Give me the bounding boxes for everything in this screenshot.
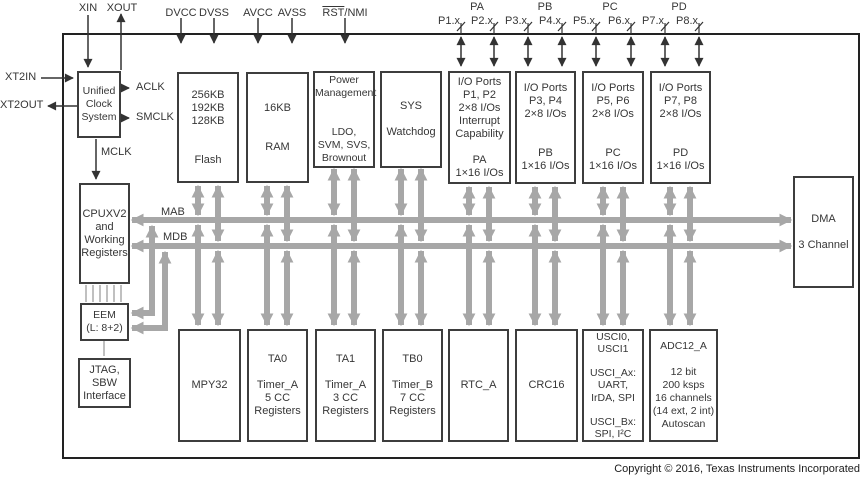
port-a-label: PA: [470, 1, 484, 13]
crc16-block: CRC16: [515, 329, 578, 442]
cpu-block: CPUXV2 and Working Registers: [79, 183, 130, 284]
io-ports-p1-p2-block: I/O Ports P1, P2 2×8 I/Os Interrupt Capa…: [448, 71, 511, 184]
dma-block: DMA 3 Channel: [793, 176, 854, 288]
io-ports-p1-p2-label: I/O Ports P1, P2 2×8 I/Os Interrupt Capa…: [455, 75, 504, 179]
flash-block: 256KB 192KB 128KB Flash: [177, 72, 239, 183]
io-ports-p3-p4-label: I/O Ports P3, P4 2×8 I/Os PB 1×16 I/Os: [521, 82, 570, 172]
ta0-timer-label: TA0 Timer_A 5 CC Registers: [254, 353, 301, 417]
power-management-label: Power Management LDO, SVM, SVS, Brownout: [315, 74, 377, 164]
adc12-block: ADC12_A 12 bit 200 ksps 16 channels (14 …: [649, 329, 718, 442]
p5x-pin-label: P5.x: [572, 15, 596, 27]
clock-signal-arrows: [41, 13, 130, 180]
port-b-label: PB: [537, 1, 553, 13]
xt2out-pin-label: XT2OUT: [0, 99, 44, 111]
ram-block: 16KB RAM: [246, 72, 309, 183]
p6x-pin-label: P6.x: [607, 15, 631, 27]
io-ports-p3-p4-block: I/O Ports P3, P4 2×8 I/Os PB 1×16 I/Os: [515, 71, 576, 184]
flash-label: 256KB 192KB 128KB Flash: [191, 88, 225, 166]
ta0-timer-block: TA0 Timer_A 5 CC Registers: [247, 329, 308, 442]
ta1-timer-label: TA1 Timer_A 3 CC Registers: [322, 353, 369, 417]
p4x-pin-label: P4.x: [538, 15, 562, 27]
power-management-block: Power Management LDO, SVM, SVS, Brownout: [313, 71, 377, 168]
mpy32-block: MPY32: [178, 329, 241, 442]
avcc-pin-label: AVCC: [243, 7, 273, 19]
port-c-label: PC: [602, 1, 618, 13]
port-d-label: PD: [671, 1, 687, 13]
port-pin-arrows: [456, 21, 704, 67]
xin-pin-label: XIN: [78, 2, 98, 14]
io-ports-p7-p8-block: I/O Ports P7, P8 2×8 I/Os PD 1×16 I/Os: [650, 71, 711, 184]
usci-block: USCI0, USCI1 USCI_Ax: UART, IrDA, SPI US…: [582, 329, 644, 442]
jtag-sbw-label: JTAG, SBW Interface: [83, 363, 126, 402]
dvss-pin-label: DVSS: [199, 7, 229, 19]
usci-label: USCI0, USCI1 USCI_Ax: UART, IrDA, SPI US…: [589, 330, 637, 441]
copyright-text: Copyright © 2016, Texas Instruments Inco…: [614, 463, 860, 475]
unified-clock-system-label: Unified Clock System: [81, 85, 117, 123]
nmi-pin-label: /NMI: [344, 7, 368, 19]
io-ports-p5-p6-label: I/O Ports P5, P6 2×8 I/Os PC 1×16 I/Os: [588, 82, 637, 172]
p7x-pin-label: P7.x: [641, 15, 665, 27]
adc12-label: ADC12_A 12 bit 200 ksps 16 channels (14 …: [652, 340, 715, 430]
rtc-a-block: RTC_A: [448, 329, 509, 442]
rtc-a-label: RTC_A: [460, 379, 497, 391]
jtag-sbw-block: JTAG, SBW Interface: [78, 358, 131, 408]
mdb-bus-label: MDB: [163, 231, 188, 243]
mab-bus-label: MAB: [161, 206, 185, 218]
xout-pin-label: XOUT: [106, 2, 138, 14]
p1x-pin-label: P1.x: [437, 15, 461, 27]
sys-watchdog-block: SYS Watchdog: [380, 71, 442, 168]
cpu-label: CPUXV2 and Working Registers: [81, 207, 128, 259]
smclk-signal-label: SMCLK: [136, 111, 174, 123]
mclk-signal-label: MCLK: [101, 146, 132, 158]
eem-block: EEM (L: 8+2): [80, 303, 129, 341]
io-ports-p7-p8-label: I/O Ports P7, P8 2×8 I/Os PD 1×16 I/Os: [656, 82, 705, 172]
mpy32-label: MPY32: [191, 379, 228, 391]
supply-pin-arrows: [176, 18, 350, 44]
p8x-pin-label: P8.x: [675, 15, 699, 27]
io-ports-p5-p6-block: I/O Ports P5, P6 2×8 I/Os PC 1×16 I/Os: [582, 71, 644, 184]
cpu-eem-wires: [85, 285, 122, 302]
eem-label: EEM (L: 8+2): [86, 309, 123, 334]
p2x-pin-label: P2.x: [470, 15, 494, 27]
ta1-timer-block: TA1 Timer_A 3 CC Registers: [315, 329, 376, 442]
aclk-signal-label: ACLK: [136, 81, 165, 93]
crc16-label: CRC16: [528, 379, 565, 391]
sys-watchdog-label: SYS Watchdog: [386, 100, 436, 138]
eem-bus-connectors: [130, 224, 172, 335]
unified-clock-system-block: Unified Clock System: [77, 71, 121, 138]
xt2in-pin-label: XT2IN: [5, 71, 37, 83]
rst-nmi-pin-label: RST/NMI: [322, 7, 367, 19]
rst-pin-label: RST: [322, 7, 345, 19]
dma-label: DMA 3 Channel: [798, 212, 849, 251]
tb0-timer-label: TB0 Timer_B 7 CC Registers: [389, 353, 436, 417]
avss-pin-label: AVSS: [277, 7, 307, 19]
p3x-pin-label: P3.x: [504, 15, 528, 27]
tb0-timer-block: TB0 Timer_B 7 CC Registers: [382, 329, 443, 442]
ram-label: 16KB RAM: [264, 101, 291, 153]
dvcc-pin-label: DVCC: [165, 7, 197, 19]
